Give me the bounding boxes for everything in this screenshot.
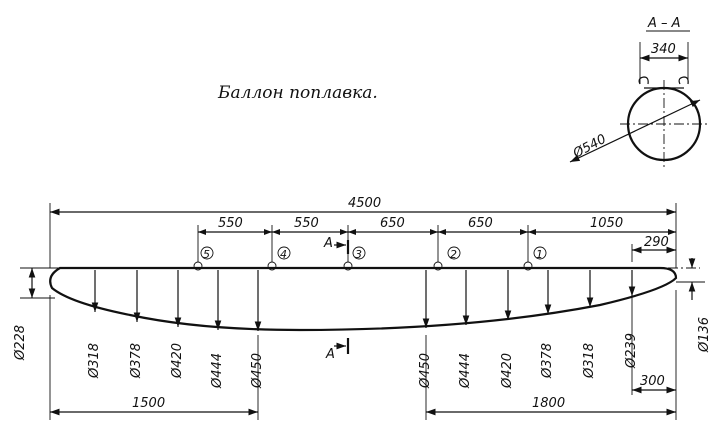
right-diameter-2: Ø444: [458, 353, 473, 389]
section-diameter-label: Ø540: [570, 132, 609, 162]
end-left-diameter: Ø228: [13, 325, 28, 361]
overall-length-label: 4500: [348, 196, 381, 211]
float-body-outline: [49, 266, 678, 332]
right-diameter-3: Ø420: [500, 353, 515, 389]
float-side-view: 4500 550 550 650 650 1050 290 A 5 4 3 2 …: [13, 196, 712, 420]
station-3-label: 3: [355, 248, 362, 261]
tail-length-label: 300: [640, 374, 665, 389]
station-marker-4: [277, 246, 291, 260]
station-5-label: 5: [203, 248, 210, 261]
section-marker-top: A: [323, 236, 333, 251]
station-marker-1: [533, 246, 547, 260]
bottom-right-dimension: 1800: [532, 396, 565, 411]
station-marker-5: [200, 246, 214, 260]
end-right-diameter: Ø136: [697, 317, 712, 353]
left-diameter-5: Ø450: [250, 353, 265, 389]
right-diameter-4: Ø378: [540, 343, 555, 379]
right-diameter-6: Ø239: [624, 333, 639, 369]
spacing-label-2: 550: [294, 216, 319, 231]
spacing-label-3: 650: [380, 216, 405, 231]
station-marker-2: [447, 246, 461, 260]
section-width-label: 340: [651, 42, 676, 57]
section-title: A – A: [647, 16, 681, 31]
left-diameter-1: Ø318: [87, 343, 102, 379]
left-diameter-4: Ø444: [210, 353, 225, 389]
right-diameter-1: Ø450: [418, 353, 433, 389]
left-diameter-3: Ø420: [170, 343, 185, 379]
station-1-label: 1: [536, 248, 543, 261]
station-4-label: 4: [280, 248, 287, 261]
right-diameter-5: Ø318: [582, 343, 597, 379]
station-2-label: 2: [450, 248, 457, 261]
spacing-label-6: 290: [644, 235, 669, 250]
left-diameter-2: Ø378: [129, 343, 144, 379]
spacing-label-1: 550: [218, 216, 243, 231]
spacing-label-4: 650: [468, 216, 493, 231]
section-marker-bottom: A: [325, 347, 335, 362]
spacing-label-5: 1050: [590, 216, 623, 231]
drawing-title: Баллон поплавка.: [217, 83, 378, 103]
station-marker-3: [352, 246, 366, 260]
section-view: A – A 340 Ø540: [569, 16, 708, 168]
bottom-left-dimension: 1500: [132, 396, 165, 411]
